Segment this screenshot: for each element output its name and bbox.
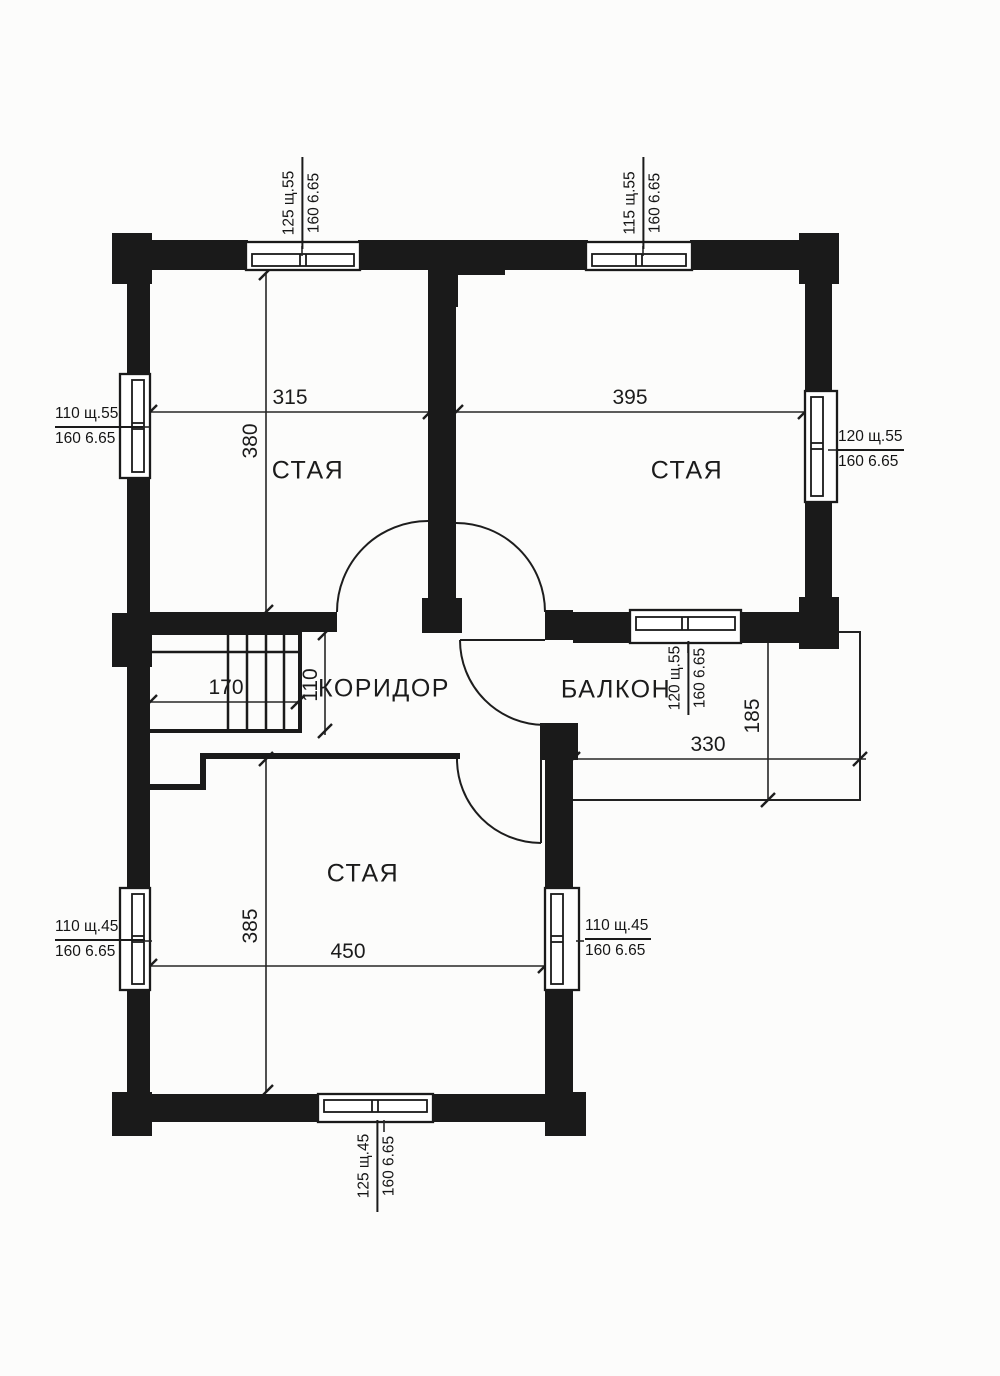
dim-label-395: 395 [612, 386, 648, 409]
window-label-right-denominator: 160 6.65 [838, 452, 899, 470]
window-label-balcony-numerator: 120 щ.55 [666, 641, 689, 715]
window-label-top-right-denominator: 160 6.65 [646, 172, 663, 234]
window-right-symbol [803, 389, 839, 504]
window-label-bottom-right-numerator: 110 щ.45 [585, 917, 651, 940]
window-label-bottom-right: 110 щ.45 160 6.65 [585, 917, 651, 960]
window-balcony-symbol [628, 608, 743, 645]
dim-label-450: 450 [330, 940, 366, 963]
dim-label-315: 315 [272, 386, 308, 409]
door-arc-room-top-left [336, 520, 429, 613]
doors [336, 520, 546, 844]
window-label-right: 120 щ.55 160 6.65 [838, 428, 904, 471]
room-label-balkon: БАЛКОН [560, 675, 672, 704]
window-label-left-upper: 110 щ.55 160 6.65 [55, 405, 143, 448]
door-arc-room-top-right [455, 522, 546, 613]
dim-label-330: 330 [690, 733, 726, 756]
window-label-top-right: 115 щ.55 160 6.65 [621, 157, 664, 249]
dim-label-170: 170 [208, 676, 244, 699]
window-label-left-upper-numerator: 110 щ.55 [55, 405, 143, 428]
window-label-top-left: 125 щ.55 160 6.65 [280, 157, 323, 249]
room-label-staya-bottom: СТАЯ [326, 859, 400, 888]
window-top-left-symbol [244, 240, 362, 272]
window-label-bottom-denominator: 160 6.65 [380, 1135, 397, 1197]
room-label-koridor: КОРИДОР [318, 674, 450, 703]
window-label-right-numerator: 120 щ.55 [838, 428, 904, 451]
room-label-staya-top-right: СТАЯ [650, 456, 724, 485]
window-label-bottom-numerator: 125 щ.45 [355, 1120, 378, 1212]
dim-label-380: 380 [239, 423, 262, 459]
window-label-left-lower-denominator: 160 6.65 [55, 942, 116, 960]
window-top-right-symbol [584, 240, 694, 272]
window-bottom-symbol [316, 1092, 435, 1124]
window-label-bottom-right-denominator: 160 6.65 [585, 941, 646, 959]
window-label-left-lower-numerator: 110 щ.45 [55, 918, 145, 941]
dimension-lines [130, 273, 866, 1092]
dimension-ticks [142, 265, 868, 1100]
windows [118, 240, 839, 1124]
window-label-left-lower: 110 щ.45 160 6.65 [55, 918, 145, 961]
room-label-staya-top-left: СТАЯ [271, 456, 345, 485]
window-label-top-left-numerator: 125 щ.55 [280, 157, 303, 249]
balcony-outline [573, 631, 861, 801]
dim-label-185: 185 [741, 698, 764, 734]
window-label-bottom: 125 щ.45 160 6.65 [355, 1120, 398, 1212]
window-label-left-upper-denominator: 160 6.65 [55, 429, 116, 447]
pillars [112, 233, 839, 1136]
window-label-balcony: 120 щ.55 160 6.65 [666, 641, 709, 715]
door-arc-room-bottom [456, 758, 542, 844]
window-bottom-right-symbol [543, 886, 581, 992]
window-label-top-left-denominator: 160 6.65 [305, 172, 322, 234]
window-label-top-right-numerator: 115 щ.55 [621, 157, 644, 249]
window-label-leaders [143, 246, 836, 1132]
dim-label-110: 110 [299, 668, 322, 702]
walls [127, 240, 833, 1122]
window-label-balcony-denominator: 160 6.65 [691, 647, 708, 709]
dim-label-385: 385 [239, 908, 262, 944]
door-arc-balcony [459, 639, 546, 726]
